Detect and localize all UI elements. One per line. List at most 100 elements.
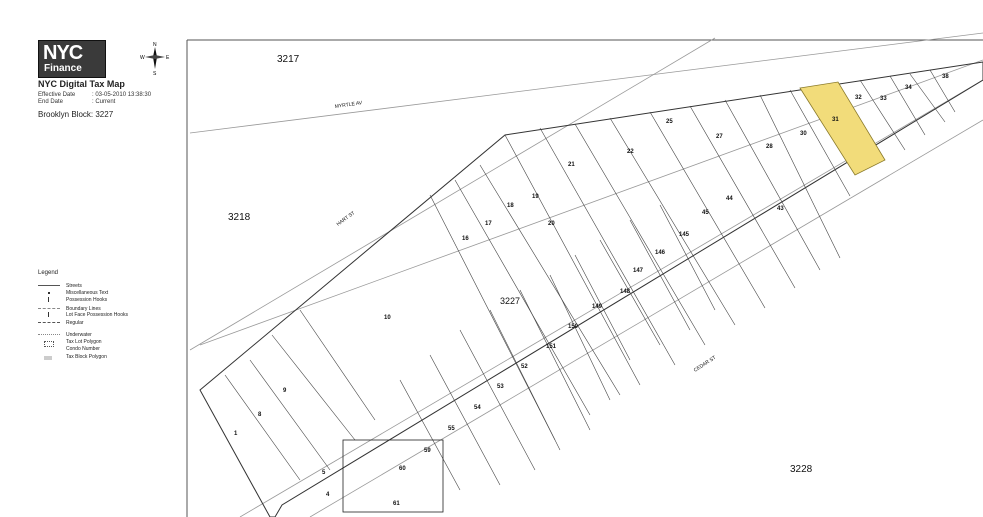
legend-item: Tax Lot Polygon [36,339,166,347]
lot-number: 54 [474,405,481,411]
lot-number: 31 [832,117,839,123]
legend-item: Tax Block Polygon [36,354,166,360]
street-name-labels: MYRTLE AV HART ST CEDAR ST [334,100,717,374]
map-title: NYC Digital Tax Map [38,79,125,89]
compass-e: E [166,55,170,61]
dashed-line-icon [38,322,60,326]
street-name-hart: HART ST [336,210,357,227]
lot-number: 60 [399,466,406,472]
lot-number: 61 [393,501,400,507]
legend-item: Lot Face Possession Hooks [36,312,166,318]
dash-dot-line-icon [38,308,60,312]
street-lines [189,32,983,517]
legend-item-label: Underwater [66,332,92,338]
block-number-labels: 3217 3218 3227 3228 [228,54,813,475]
map-sidebar: NYC Finance N S W E NYC Digital Tax Map … [0,0,186,517]
end-date-value: : Current [92,99,116,105]
legend-item-label: Regular [66,320,84,326]
legend-item-label: Tax Lot Polygon [66,339,102,345]
block-outline [199,61,983,517]
lot-number: 20 [548,221,555,227]
logo-finance-text: Finance [44,63,82,74]
block-number: 3218 [228,212,251,223]
lot-number: 145 [679,232,690,238]
block-number-icon [44,356,52,360]
hook-icon [48,312,49,317]
lot-number: 44 [726,196,733,202]
compass-s: S [153,71,157,76]
lot-number: 9 [283,388,287,394]
legend-item: Miscellaneous Text [36,290,166,296]
lot-number: 25 [666,119,673,125]
lot-number: 5 [322,470,326,476]
street-name-cedar: CEDAR ST [693,355,717,374]
solid-line-icon [38,285,60,289]
lot-number: 1 [234,431,238,437]
dotted-line-icon [38,334,60,338]
compass-n: N [153,42,157,48]
effective-date-value: : 03-05-2010 13:38:30 [92,92,152,98]
lot-number: 21 [568,162,575,168]
lot-number: 33 [880,96,887,102]
compass-icon: N S W E [140,42,170,76]
nyc-finance-logo: NYC Finance [38,40,106,78]
hook-icon [48,297,49,302]
lot-number: 19 [532,194,539,200]
legend-item-label: Streets [66,283,82,289]
street-name-myrtle: MYRTLE AV [334,100,363,110]
block-number: 3227 [500,296,520,306]
lot-number: 8 [258,412,262,418]
block-label: Brooklyn Block: 3227 [38,110,114,119]
legend-item-label: Condo Number [66,346,100,352]
lot-number: 52 [521,364,528,370]
end-date-row: End Date: Current [38,99,115,105]
lot-number: 53 [497,384,504,390]
lot-number: 38 [942,74,949,80]
lot-number: 27 [716,134,723,140]
lot-number: 32 [855,95,862,101]
lot-number: 45 [702,210,709,216]
effective-date-label: Effective Date [38,92,76,98]
block-number: 3228 [790,464,813,475]
lot-number: 34 [905,85,912,91]
lot-number: 151 [546,344,557,350]
lot-number: 28 [766,144,773,150]
lot-number: 17 [485,221,492,227]
logo-nyc-text: NYC [43,42,83,64]
lot-number: 59 [424,448,431,454]
legend-item: Regular [36,320,166,326]
dot-icon [48,292,50,294]
lot-number: 149 [592,304,603,310]
lot-lines [224,69,956,491]
legend-item: Underwater [36,332,166,338]
legend-item: Possession Hooks [36,297,166,303]
legend-title: Legend [38,270,59,276]
lot-number: 147 [633,268,644,274]
block-number: 3217 [277,54,300,65]
inset-box [342,439,444,513]
lot-number: 18 [507,203,514,209]
legend-item-label: Possession Hooks [66,297,108,303]
lot-number: 16 [462,236,469,242]
lot-number: 4 [326,492,330,498]
lot-number: 148 [620,289,631,295]
legend-item-label: Tax Block Polygon [66,354,107,360]
lot-number: 30 [800,131,807,137]
legend-item-label: Lot Face Possession Hooks [66,312,128,318]
lot-number: 10 [384,315,391,321]
lot-number: 55 [448,426,455,432]
effective-date-row: Effective Date : 03-05-2010 13:38:30 [38,92,151,98]
lot-number: 146 [655,250,666,256]
legend-item-label: Boundary Lines [66,306,101,312]
legend-item: Condo Number [36,346,166,352]
dotted-box-icon [44,341,54,347]
lot-number: 43 [777,206,784,212]
legend-item: Boundary Lines [36,306,166,312]
legend-item-label: Miscellaneous Text [66,290,109,296]
lot-number: 22 [627,149,634,155]
legend-item: Streets [36,283,166,289]
lot-number: 150 [568,324,579,330]
highlighted-lot-31[interactable] [799,81,886,176]
